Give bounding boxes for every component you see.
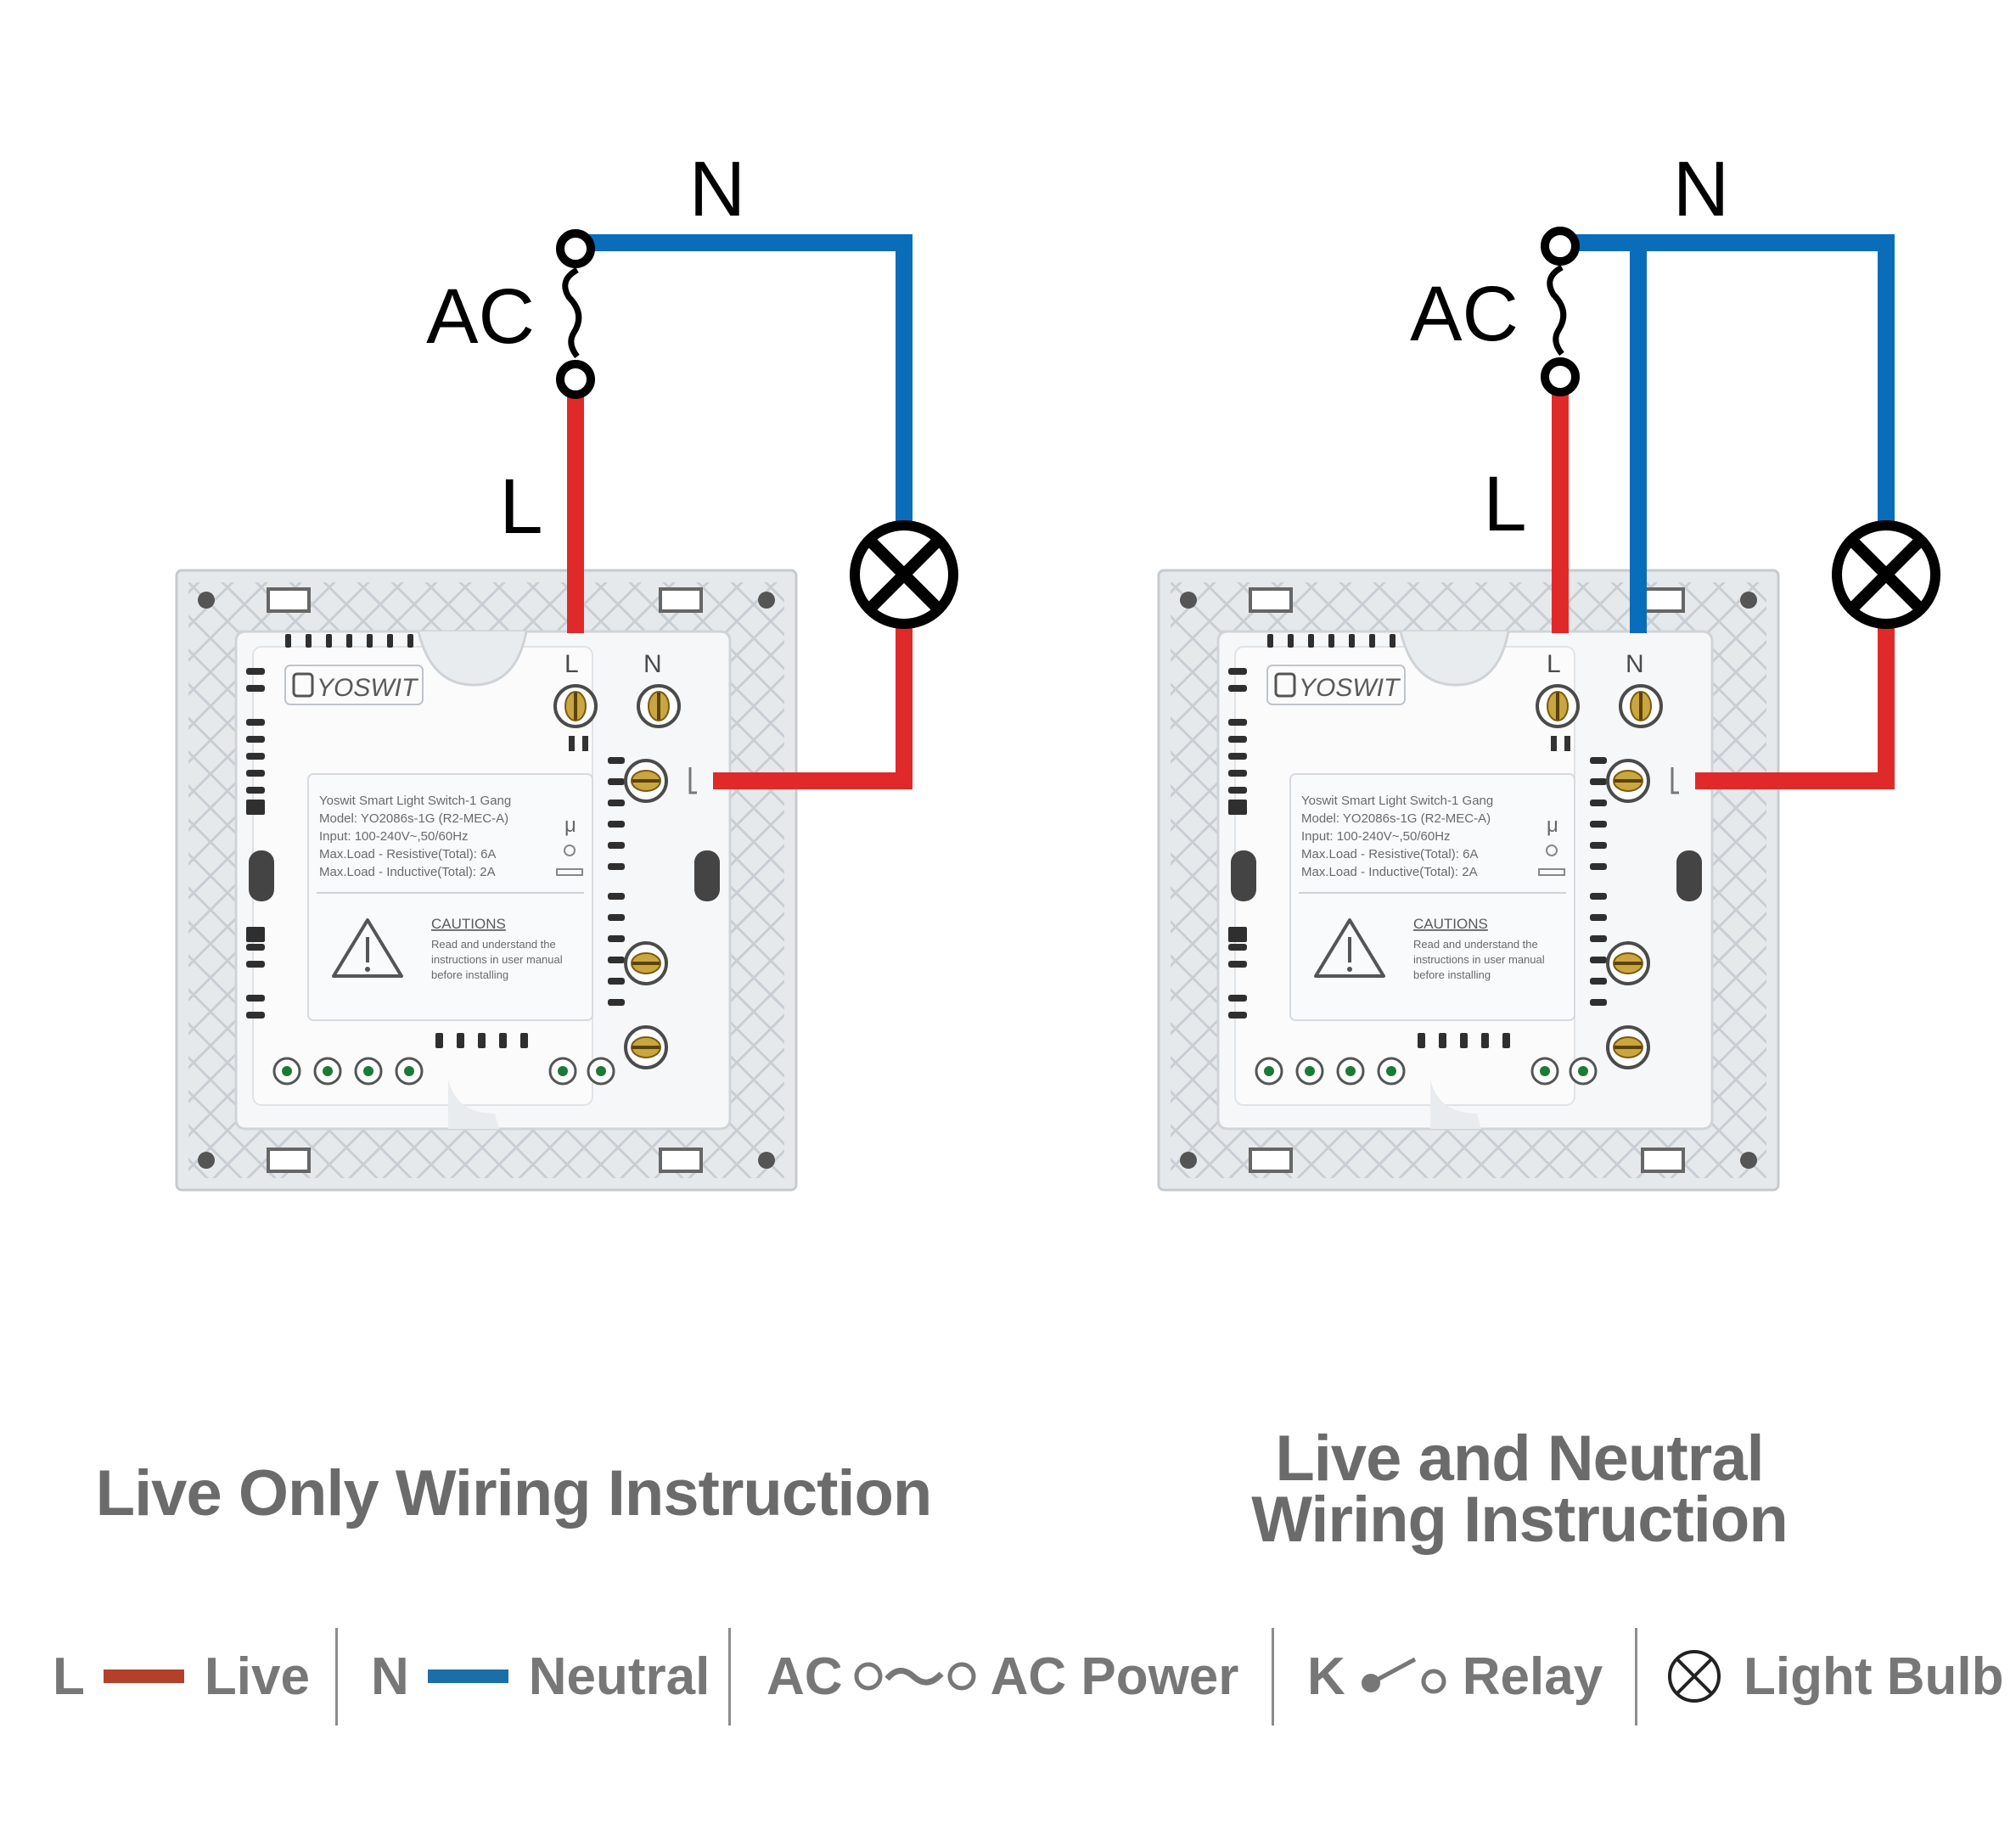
svg-text:Model: YO2086s-1G (R2-MEC-A): Model: YO2086s-1G (R2-MEC-A) bbox=[319, 811, 508, 826]
live-color-swatch bbox=[103, 1669, 184, 1683]
terminal-l-label: L bbox=[564, 650, 579, 678]
legend-ac-key: AC bbox=[767, 1647, 843, 1706]
ac-source-symbol bbox=[1541, 227, 1580, 396]
svg-text:instructions in user manual: instructions in user manual bbox=[431, 953, 563, 966]
svg-text:Read and understand the: Read and understand the bbox=[431, 938, 556, 951]
legend-neutral-key: N bbox=[371, 1647, 409, 1706]
live-only-caption: Live Only Wiring Instruction bbox=[95, 1457, 933, 1529]
neutral-wire bbox=[576, 234, 913, 560]
legend: L Live N Neutral AC AC Power K Relay bbox=[0, 1621, 2016, 1731]
brand-logo: YOSWIT bbox=[1274, 672, 1401, 702]
legend-ac-label: AC Power bbox=[990, 1647, 1239, 1706]
svg-text:Model: YO2086s-1G (R2-MEC-A): Model: YO2086s-1G (R2-MEC-A) bbox=[1301, 811, 1491, 826]
live-label: L bbox=[1483, 461, 1526, 547]
legend-bulb: Light Bulb bbox=[1665, 1647, 2003, 1706]
legend-divider bbox=[335, 1628, 338, 1726]
terminal-n-label: N bbox=[643, 650, 662, 678]
legend-live-key: L bbox=[53, 1647, 85, 1706]
ac-power-icon bbox=[854, 1662, 976, 1691]
legend-relay: K Relay bbox=[1307, 1647, 1603, 1706]
cautions-title: CAUTIONS bbox=[431, 916, 506, 932]
svg-text:Max.Load - Resistive(Total): 6: Max.Load - Resistive(Total): 6A bbox=[319, 847, 496, 861]
neutral-wire bbox=[1560, 234, 1895, 560]
ac-label: AC bbox=[426, 273, 535, 360]
neutral-color-swatch bbox=[427, 1669, 508, 1683]
relay-switch-icon bbox=[1361, 1657, 1446, 1694]
light-bulb-icon bbox=[1837, 525, 1935, 624]
cautions-text: Read and understand the instructions in … bbox=[1413, 938, 1545, 981]
svg-text:before installing: before installing bbox=[431, 968, 508, 981]
spec-label: Yoswit Smart Light Switch-1 Gang Model: … bbox=[319, 794, 511, 879]
light-bulb-icon bbox=[855, 525, 953, 624]
svg-text:Input: 100-240V~,50/60Hz: Input: 100-240V~,50/60Hz bbox=[319, 829, 469, 844]
legend-neutral: N Neutral bbox=[371, 1647, 710, 1706]
svg-text:Max.Load - Inductive(Total): 2: Max.Load - Inductive(Total): 2A bbox=[319, 865, 496, 879]
legend-divider bbox=[728, 1628, 731, 1726]
switch-back-plate: YOSWIT L N Yoswit Smart Light Switch-1 G… bbox=[1157, 569, 1780, 1192]
live-only-diagram: YOSWIT L N Yoswit Smart Light Switch-1 G… bbox=[175, 146, 953, 1192]
brand-logo: YOSWIT bbox=[292, 672, 419, 702]
svg-text:instructions in user manual: instructions in user manual bbox=[1413, 953, 1545, 966]
legend-divider bbox=[1272, 1628, 1274, 1726]
legend-live: L Live bbox=[53, 1647, 310, 1706]
spec-label: Yoswit Smart Light Switch-1 Gang Model: … bbox=[1301, 794, 1493, 879]
cautions-title: CAUTIONS bbox=[1413, 916, 1488, 932]
switch-back-plate: YOSWIT L N Yoswit Smart Light Switch-1 G… bbox=[175, 569, 798, 1192]
svg-text:YOSWIT: YOSWIT bbox=[317, 674, 419, 702]
legend-live-label: Live bbox=[204, 1647, 310, 1706]
neutral-label: N bbox=[689, 146, 745, 233]
legend-neutral-label: Neutral bbox=[528, 1647, 710, 1706]
legend-divider bbox=[1635, 1628, 1637, 1726]
caption-line: Wiring Instruction bbox=[1251, 1484, 1789, 1556]
live-label: L bbox=[499, 463, 542, 550]
svg-text:Read and understand the: Read and understand the bbox=[1413, 938, 1538, 951]
ac-source-symbol bbox=[556, 229, 595, 399]
svg-text:before installing: before installing bbox=[1413, 968, 1491, 981]
ac-label: AC bbox=[1410, 271, 1519, 357]
legend-relay-key: K bbox=[1307, 1647, 1345, 1706]
live-neutral-caption: Live and Neutral Wiring Instruction bbox=[1205, 1423, 1833, 1556]
legend-ac: AC AC Power bbox=[767, 1647, 1238, 1706]
svg-text:Max.Load - Inductive(Total): 2: Max.Load - Inductive(Total): 2A bbox=[1301, 865, 1478, 879]
load-wire bbox=[713, 628, 913, 789]
terminal-n-label: N bbox=[1626, 650, 1644, 678]
svg-text:YOSWIT: YOSWIT bbox=[1299, 674, 1401, 702]
cautions-text: Read and understand the instructions in … bbox=[431, 938, 563, 981]
caption-line: Live and Neutral bbox=[1275, 1423, 1764, 1495]
legend-bulb-label: Light Bulb bbox=[1744, 1647, 2004, 1706]
light-bulb-icon bbox=[1668, 1650, 1721, 1703]
svg-text:Yoswit Smart Light Switch-1 Ga: Yoswit Smart Light Switch-1 Gang bbox=[1301, 794, 1493, 808]
legend-relay-label: Relay bbox=[1462, 1647, 1603, 1706]
live-neutral-diagram: YOSWIT L N Yoswit Smart Light Switch-1 G… bbox=[1157, 146, 1935, 1192]
svg-text:Yoswit Smart Light Switch-1 Ga: Yoswit Smart Light Switch-1 Gang bbox=[319, 794, 511, 808]
terminal-l-label: L bbox=[1547, 650, 1561, 678]
load-wire bbox=[1695, 628, 1895, 789]
svg-text:Max.Load - Resistive(Total): 6: Max.Load - Resistive(Total): 6A bbox=[1301, 847, 1478, 861]
svg-text:Input: 100-240V~,50/60Hz: Input: 100-240V~,50/60Hz bbox=[1301, 829, 1451, 844]
neutral-label: N bbox=[1673, 146, 1729, 233]
